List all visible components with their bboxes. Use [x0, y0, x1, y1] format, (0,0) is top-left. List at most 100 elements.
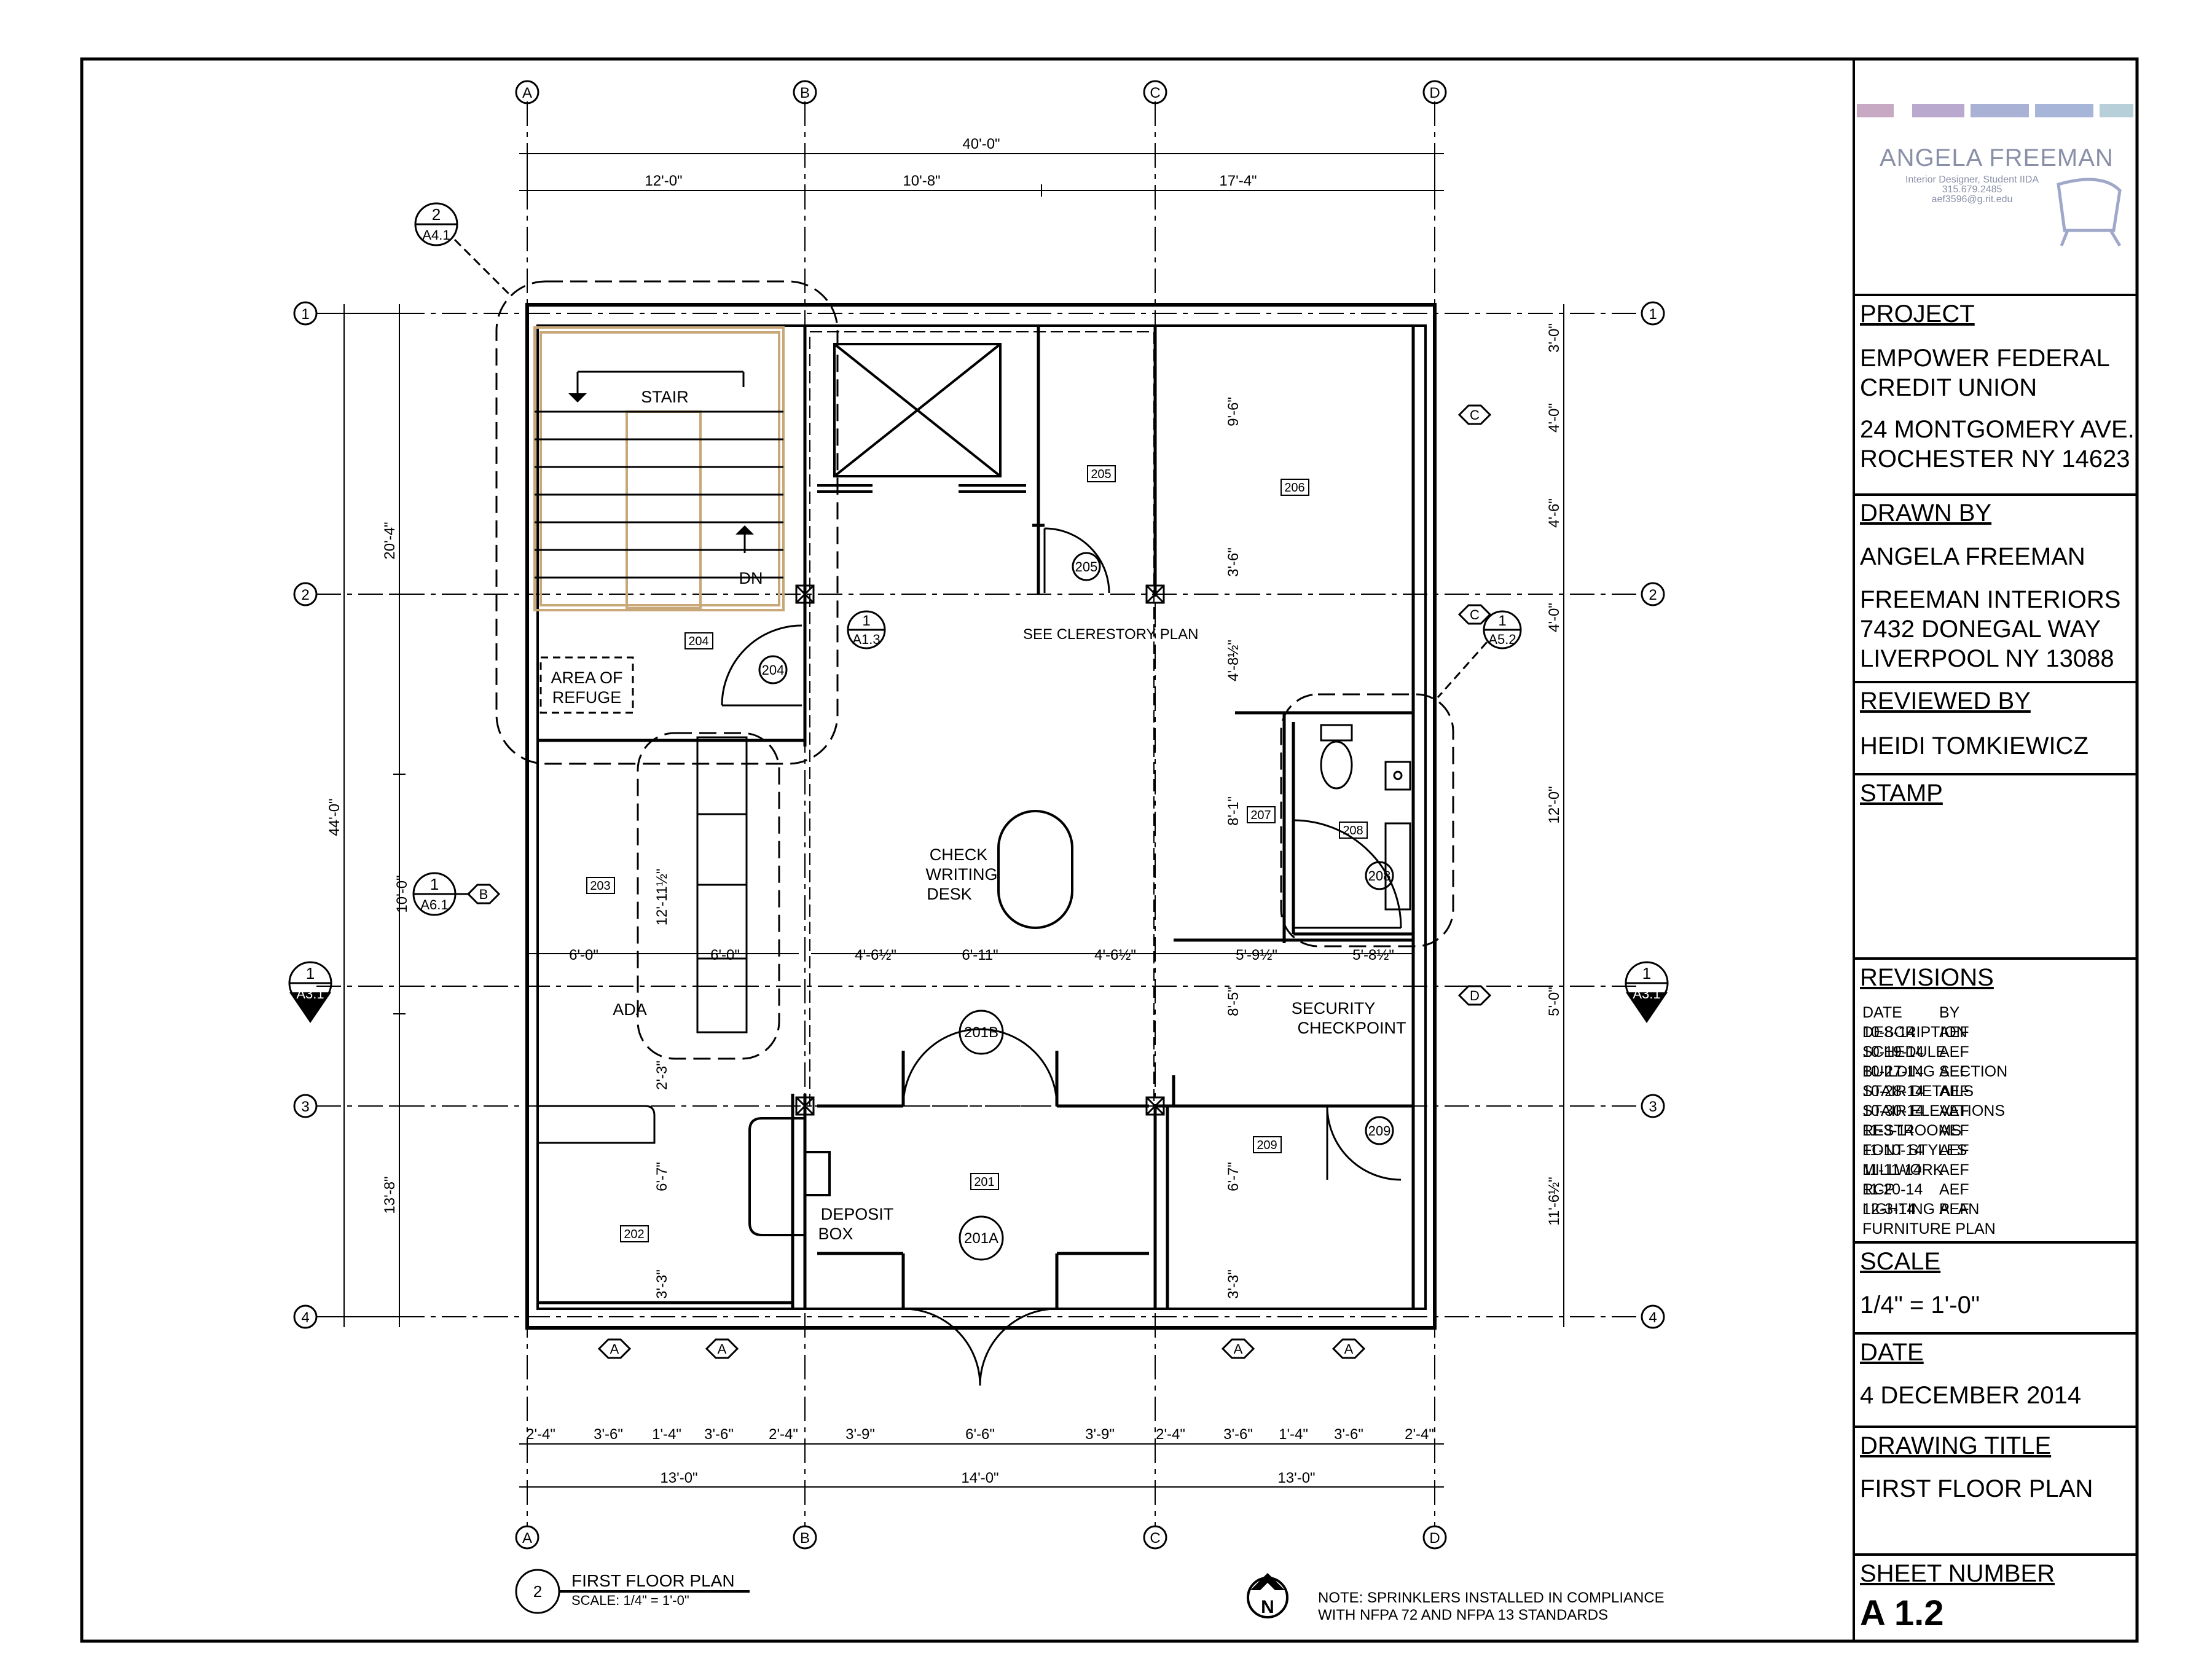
- grid-bubbles: [293, 80, 1665, 1550]
- logo-bar-1: [1857, 104, 1894, 117]
- grid-bubble-4-left: [293, 1304, 318, 1329]
- plan-title-number: 2: [533, 1582, 542, 1601]
- callout-a13-num: 1: [862, 613, 870, 629]
- grid-bubble-b-top: [793, 80, 817, 104]
- logo-line-3: aef3596@g.rit.edu: [1931, 194, 2013, 205]
- dim-inner-10: 3'-3": [654, 1269, 670, 1299]
- revision-date: 10-28-14: [1862, 1083, 1924, 1100]
- dim-mid-1: 6'-0": [710, 947, 740, 963]
- revision-date: 12-3-14: [1862, 1201, 1916, 1218]
- room-209: 209: [1257, 1139, 1277, 1152]
- dimension-text: 40'-0" 12'-0" 10'-8" 17'-4" 13'-0" 14'-0…: [526, 136, 1434, 1486]
- dim-bseg-2: 1'-4": [652, 1426, 681, 1443]
- dim-bseg-5: 3'-9": [845, 1426, 875, 1443]
- interior-walls: [538, 326, 1415, 1309]
- grid-label-4-left: 4: [301, 1309, 309, 1326]
- north-label: N: [1261, 1597, 1274, 1617]
- grid-bubble-c-bottom: [1143, 1525, 1167, 1550]
- tag-a-4: A: [1344, 1341, 1354, 1357]
- door-204: 204: [762, 662, 785, 678]
- dim-mid-4: 4'-6½": [1094, 947, 1136, 963]
- dim-inner-8: 2'-3": [654, 1061, 670, 1090]
- grid-bubble-2-right: [1641, 582, 1665, 606]
- dim-bottom-3: 13'-0": [1277, 1470, 1315, 1486]
- label-clerestory: SEE CLERESTORY PLAN: [1023, 626, 1198, 643]
- logo-line-1: Interior Designer, Student IIDA: [1905, 175, 2039, 185]
- room-205: 205: [1091, 468, 1111, 481]
- label-stair: STAIR: [641, 388, 689, 406]
- room-208: 208: [1343, 824, 1363, 837]
- room-numbers: 201 202 203 204 205 206 207 208 209: [590, 468, 1363, 1241]
- scale-heading: SCALE: [1860, 1248, 1941, 1275]
- grid-bubble-b-bottom: [793, 1525, 817, 1550]
- rev-col-description: DESCRIPTION: [1862, 1024, 1967, 1041]
- logo-name: ANGELA FREEMAN: [1880, 144, 2114, 171]
- project-address: 24 MONTGOMERY AVE. ROCHESTER NY 14623: [1860, 416, 2135, 473]
- revision-by: AEF: [1939, 1083, 1969, 1100]
- dim-inner-7: 12'-11½": [654, 869, 670, 926]
- dim-bseg-3: 3'-6": [704, 1426, 734, 1443]
- rev-col-date: DATE: [1862, 1004, 1902, 1021]
- callout-a31-sheet-left: A3.1: [296, 986, 324, 1002]
- room-201: 201: [974, 1175, 994, 1189]
- revision-date: 10-8-14: [1862, 1024, 1916, 1041]
- dim-inner-4: 8'-5": [1225, 987, 1242, 1016]
- callout-a41-num: 2: [432, 205, 441, 224]
- grid-bubble-a-bottom: [515, 1525, 539, 1550]
- project-heading: PROJECT: [1860, 300, 1975, 327]
- grid-label-b-bottom: B: [800, 1530, 810, 1547]
- door-tags: 204 205 208 209 201A 201B: [762, 559, 1391, 1247]
- drawing-title-value: FIRST FLOOR PLAN: [1860, 1475, 2093, 1502]
- callout-a31-num-left: 1: [306, 964, 315, 982]
- revision-date: 11-11-14: [1862, 1161, 1922, 1179]
- tag-b-1: B: [479, 887, 488, 902]
- revision-by: AEF: [1939, 1142, 1969, 1159]
- room-206: 206: [1284, 481, 1304, 495]
- revision-description: BUILDING SECTION: [1862, 1063, 2008, 1080]
- dim-bottom-2: 14'-0": [961, 1470, 998, 1486]
- dim-inner-9: 6'-7": [654, 1162, 670, 1191]
- plan-title: 2 FIRST FLOOR PLAN SCALE: 1/4" = 1'-0": [533, 1571, 735, 1608]
- logo-bar-5: [2100, 104, 2133, 117]
- grid-label-a-bottom: A: [522, 1530, 532, 1547]
- tag-a-2: A: [718, 1341, 727, 1357]
- deposit-box: [748, 1117, 831, 1236]
- tag-a-3: A: [1234, 1341, 1243, 1357]
- room-202: 202: [624, 1228, 644, 1241]
- revisions-heading: REVISIONS: [1860, 964, 1994, 991]
- north-arrow-icon: [1250, 1573, 1285, 1590]
- callout-a31-num-right: 1: [1642, 964, 1651, 982]
- revision-by: AEF: [1939, 1102, 1969, 1120]
- door-205: 205: [1075, 559, 1098, 575]
- stair-arrow-icon: [568, 393, 587, 402]
- dim-right-4: 4'-0": [1546, 603, 1563, 632]
- stair-treads: [535, 371, 783, 579]
- dim-right-1: 3'-0": [1546, 323, 1563, 353]
- dim-top-overall: 40'-0": [962, 136, 1000, 152]
- revision-by: AEF: [1939, 1181, 1969, 1198]
- room-tag-boxes: [586, 465, 1368, 1242]
- reviewed-by-name: HEIDI TOMKIEWICZ: [1860, 732, 2088, 759]
- room-labels: STAIR DN ADA SEE CLERESTORY PLAN: [613, 388, 1198, 1019]
- dim-left-mid: 10'-0": [394, 875, 410, 912]
- grid-label-1-right: 1: [1649, 306, 1657, 323]
- callout-labels: 2 A4.1 1 A1.3 1 A5.2 1 A6.1 1 A3.1 1 A3.…: [296, 205, 1660, 1002]
- callout-a52-num: 1: [1498, 613, 1506, 629]
- dim-right-5: 12'-0": [1546, 786, 1563, 823]
- grid-bubble-3-right: [1641, 1094, 1665, 1118]
- sprinkler-note: NOTE: SPRINKLERS INSTALLED IN COMPLIANCE…: [1318, 1590, 1665, 1623]
- dimension-lines: [338, 147, 1564, 1488]
- detail-callouts: [288, 202, 1669, 1005]
- dim-right-6: 5'-0": [1546, 987, 1563, 1016]
- stair: [533, 326, 785, 611]
- grid-bubble-1-right: [1641, 301, 1665, 326]
